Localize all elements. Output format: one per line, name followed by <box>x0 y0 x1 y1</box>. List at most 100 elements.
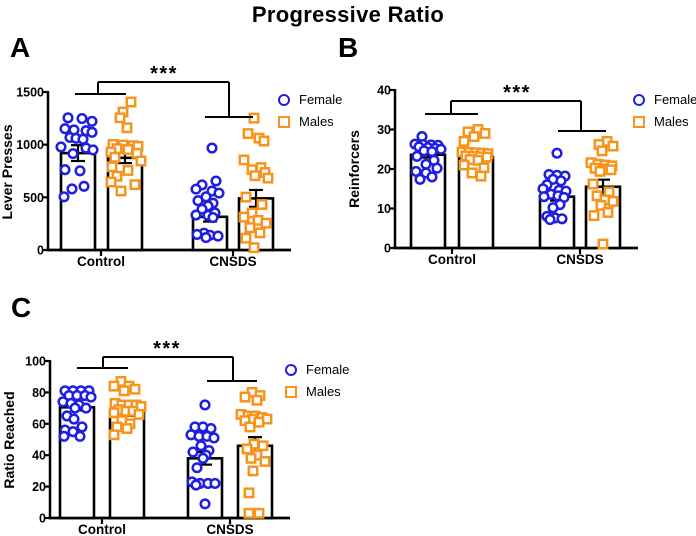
scatter-point-female <box>208 432 220 444</box>
scatter-point-female <box>555 175 567 187</box>
scatter-point-female <box>195 440 207 452</box>
legend-item-males: Males <box>278 114 342 130</box>
scatter-point-males <box>238 154 250 166</box>
scatter-point-males <box>118 385 130 397</box>
scatter-point-males <box>135 155 147 167</box>
males-square-marker-icon <box>278 116 290 128</box>
scatter-point-males <box>595 199 607 211</box>
scatter-point-female <box>76 421 88 433</box>
scatter-point-males <box>133 408 145 420</box>
x-category-label: CNSDS <box>206 522 253 536</box>
panel-b-label: B <box>338 32 359 63</box>
y-tick-label: 80 <box>32 386 46 400</box>
scatter-point-female <box>80 402 92 414</box>
scatter-point-males <box>241 443 253 455</box>
panel-a-label: A <box>10 32 31 63</box>
y-tick-label: 40 <box>377 84 391 98</box>
scatter-point-males <box>248 242 260 254</box>
legend-item-males: Males <box>633 114 696 130</box>
scatter-point-female <box>192 195 204 207</box>
scatter-point-female <box>547 202 559 214</box>
legend-item-female: Female <box>285 362 349 378</box>
scatter-point-female <box>55 141 67 153</box>
y-tick-label: 1500 <box>16 86 44 100</box>
scatter-point-males <box>242 128 254 140</box>
scatter-point-males <box>458 135 470 147</box>
scatter-point-female <box>68 413 80 425</box>
scatter-point-female <box>86 115 98 127</box>
scatter-point-males <box>253 507 265 519</box>
scatter-point-female <box>191 462 203 474</box>
scatter-point-males <box>108 429 120 441</box>
scatter-point-males <box>602 207 614 218</box>
scatter-point-males <box>607 140 619 152</box>
scatter-point-males <box>238 211 250 223</box>
scatter-point-female <box>544 214 556 226</box>
y-tick-label: 10 <box>377 202 391 216</box>
scatter-point-female <box>556 213 568 225</box>
scatter-point-males <box>597 238 609 250</box>
scatter-point-males <box>244 421 256 433</box>
y-tick-label: 1000 <box>16 138 44 152</box>
scatter-point-males <box>115 185 127 197</box>
scatter-point-males <box>129 179 141 191</box>
bar-cnsds-males <box>236 444 274 520</box>
figure-title: Progressive Ratio <box>251 2 445 27</box>
scatter-point-female <box>411 150 423 162</box>
scatter-point-female <box>187 446 199 458</box>
legend-males-label: Males <box>306 384 341 399</box>
legend-female-label: Female <box>654 92 696 107</box>
y-tick-label: 30 <box>377 123 391 137</box>
scatter-point-female <box>85 391 97 403</box>
female-circle-marker-icon <box>278 94 290 106</box>
males-square-marker-icon <box>285 386 297 398</box>
scatter-point-female <box>76 112 88 125</box>
scatter-point-female <box>62 112 74 124</box>
scatter-point-female <box>87 144 99 156</box>
y-tick-label: 0 <box>39 512 46 526</box>
scatter-point-males <box>253 416 265 428</box>
scatter-point-female <box>74 165 86 177</box>
scatter-point-males <box>247 465 259 477</box>
scatter-point-female <box>199 399 211 411</box>
scatter-point-males <box>251 394 263 406</box>
scatter-point-female <box>66 183 78 195</box>
legend-item-males: Males <box>285 384 349 400</box>
y-tick-label: 0 <box>37 244 44 258</box>
scatter-point-female <box>69 402 81 414</box>
legend-item-female: Female <box>633 92 696 108</box>
bar-control-female <box>58 406 96 520</box>
scatter-point-males <box>111 170 123 182</box>
scatter-point-males <box>607 195 619 207</box>
scatter-point-males <box>121 423 133 434</box>
significance-stars: *** <box>503 82 531 104</box>
y-tick-label: 40 <box>32 449 46 463</box>
scatter-point-female <box>200 232 212 244</box>
scatter-point-males <box>245 452 257 464</box>
scatter-point-males <box>249 170 261 182</box>
scatter-point-males <box>239 391 251 403</box>
scatter-point-males <box>243 487 255 499</box>
scatter-point-males <box>479 128 491 139</box>
scatter-point-males <box>129 383 141 395</box>
scatter-point-males <box>596 145 608 157</box>
x-category-label: Control <box>78 522 126 536</box>
x-category-label: Control <box>77 254 125 269</box>
scatter-point-female <box>190 183 202 195</box>
scatter-point-female <box>74 430 86 442</box>
scatter-point-males <box>121 122 133 134</box>
y-tick-label: 60 <box>32 417 46 431</box>
scatter-point-female <box>414 173 426 185</box>
legend-males-label: Males <box>299 114 334 129</box>
scatter-point-males <box>248 112 260 124</box>
scatter-point-males <box>108 407 120 419</box>
scatter-point-males <box>468 131 480 143</box>
scatter-point-males <box>108 380 120 392</box>
scatter-point-males <box>605 164 617 176</box>
x-category-label: Control <box>428 252 476 267</box>
scatter-point-males <box>122 165 134 176</box>
scatter-point-males <box>458 159 470 171</box>
